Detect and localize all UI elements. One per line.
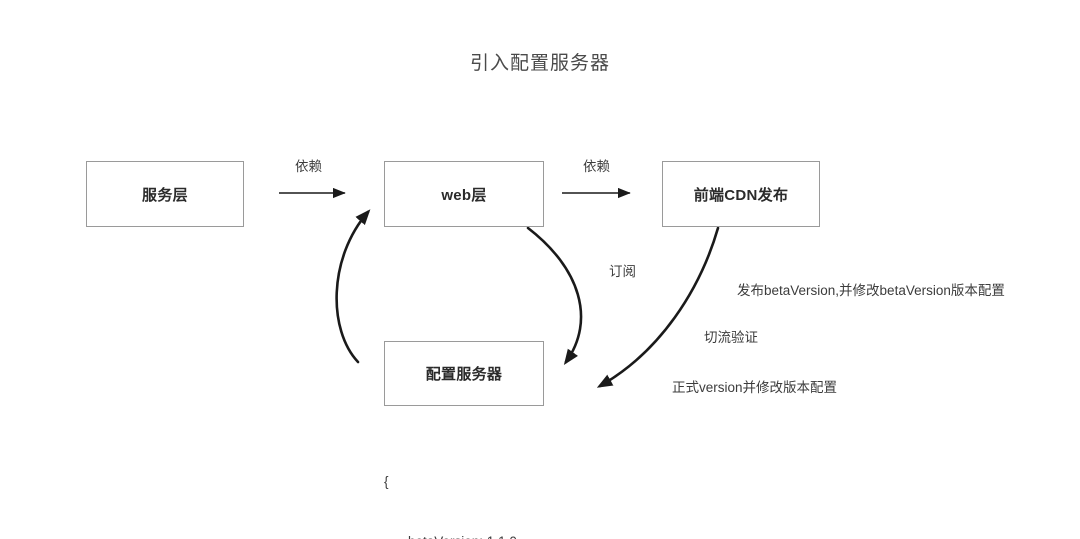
annotation-formal-version-release: 正式version并修改版本配置 xyxy=(672,380,838,395)
node-config-server[interactable]: 配置服务器 xyxy=(384,341,544,406)
page-title: 引入配置服务器 xyxy=(469,53,610,74)
config-server-payload: { betaVersion: 1.1.0, Version: 1.0.0 } xyxy=(384,432,521,539)
node-frontend-cdn-release-label: 前端CDN发布 xyxy=(693,186,789,204)
edge-label-dependency-2: 依赖 xyxy=(583,159,610,174)
edge-publish-cdn-to-config xyxy=(596,226,720,388)
config-payload-beta-version: betaVersion: 1.1.0, xyxy=(384,532,521,539)
node-web-layer-label: web层 xyxy=(441,186,487,204)
node-frontend-cdn-release[interactable]: 前端CDN发布 xyxy=(662,161,820,227)
annotation-traffic-switch-verify: 切流验证 xyxy=(704,330,758,345)
node-service-layer[interactable]: 服务层 xyxy=(86,161,244,227)
edge-config-to-web xyxy=(335,209,371,364)
edge-label-dependency-1: 依赖 xyxy=(295,159,322,174)
edge-label-subscribe: 订阅 xyxy=(609,264,636,279)
config-payload-open-brace: { xyxy=(384,474,389,489)
edge-label-publish-beta-version: 发布betaVersion,并修改betaVersion版本配置 xyxy=(737,283,1005,298)
node-config-server-label: 配置服务器 xyxy=(425,366,503,383)
node-service-layer-label: 服务层 xyxy=(142,186,188,204)
node-web-layer[interactable]: web层 xyxy=(384,161,544,227)
